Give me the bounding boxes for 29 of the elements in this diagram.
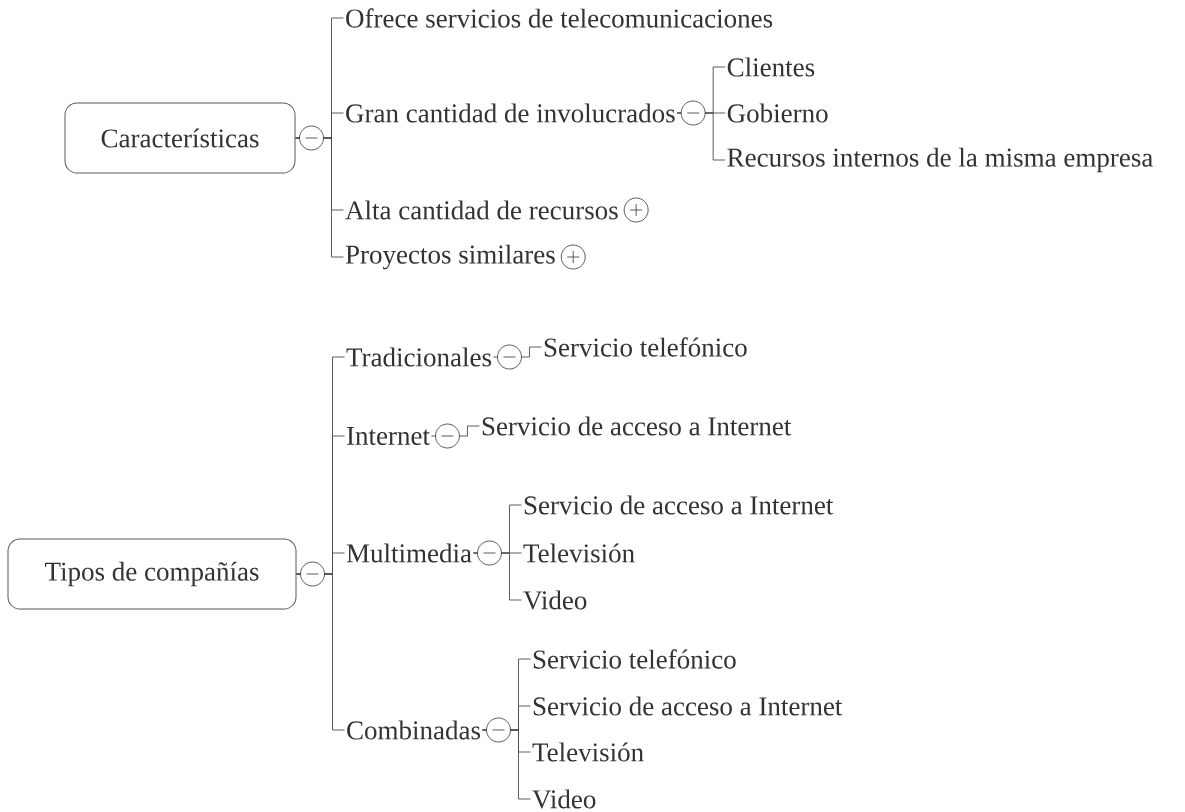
- topic-box: Tipos de compañías: [7, 538, 297, 610]
- connector-line: [296, 573, 345, 731]
- topic-text: Gran cantidad de involucrados: [346, 103, 675, 123]
- topic-text: Televisión: [523, 543, 635, 563]
- connector-line: [431, 425, 480, 437]
- topic-text: Alta cantidad de recursos: [345, 200, 618, 220]
- connector-line: [295, 137, 344, 258]
- topic-text: Servicio de acceso a Internet: [482, 416, 792, 436]
- topic-text: Clientes: [727, 57, 815, 77]
- topic-box: Características: [64, 102, 296, 174]
- topic-text: Proyectos similares: [345, 244, 555, 270]
- connector-line: [493, 346, 542, 358]
- topic-text: Multimedia: [346, 543, 472, 563]
- topic-text: Servicio telefónico: [544, 337, 747, 357]
- topic-text: Tradicionales: [346, 347, 492, 367]
- topic-text: Recursos internos de la misma empresa: [727, 147, 1153, 173]
- topic-text: Video: [523, 590, 587, 610]
- connector-line: [482, 729, 531, 800]
- topic-text: Televisión: [532, 742, 644, 762]
- topic-text: Gobierno: [727, 103, 828, 123]
- topic-text: Servicio de acceso a Internet: [533, 696, 843, 716]
- topic-text: Ofrece servicios de telecomunicaciones: [346, 8, 773, 28]
- topic-text: Combinadas: [347, 720, 481, 740]
- topic-text: Servicio telefónico: [533, 649, 736, 669]
- connector-line: [676, 112, 726, 161]
- topic-text: Video: [532, 789, 596, 809]
- connector-line: [473, 552, 522, 601]
- topic-text: Servicio de acceso a Internet: [524, 495, 834, 515]
- topic-text: Internet: [347, 427, 430, 445]
